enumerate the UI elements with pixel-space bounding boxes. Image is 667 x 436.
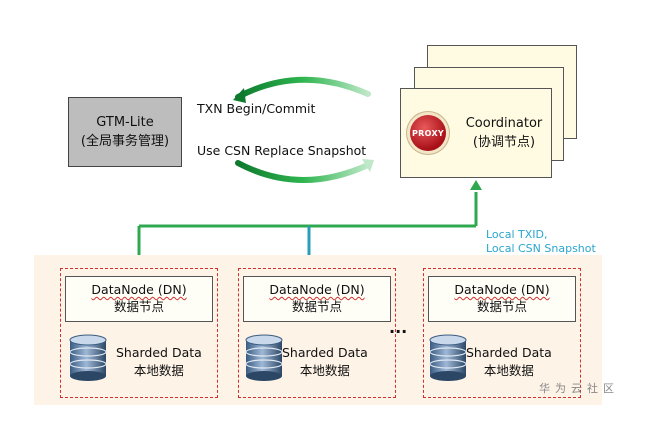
datanode-3-subtitle: 数据节点: [476, 299, 527, 314]
bottom-curved-arrow: [235, 160, 371, 183]
datanode-1-label-box: DataNode (DN) 数据节点: [65, 276, 213, 322]
database-icon: [69, 334, 107, 381]
coordinator-subtitle: (协调节点): [472, 135, 536, 150]
top-curved-arrowhead: [233, 88, 246, 103]
csn-snapshot-label: Use CSN Replace Snapshot: [197, 143, 367, 158]
database-icon: [245, 334, 283, 381]
watermark: 华为云社区: [539, 382, 619, 395]
datanode-3-data-title: Sharded Data: [466, 345, 552, 360]
datanode-3-data-subtitle: 本地数据: [483, 363, 534, 378]
coord-up-arrowhead: [470, 180, 482, 190]
datanode-1-subtitle: 数据节点: [113, 299, 164, 314]
datanode-2-label-box: DataNode (DN) 数据节点: [243, 276, 391, 322]
txn-begin-commit-label: TXN Begin/Commit: [197, 101, 316, 116]
datanode-1-data-label: Sharded Data 本地数据: [116, 344, 202, 380]
more-nodes-ellipsis: ...: [389, 318, 408, 337]
datanode-2-title: DataNode (DN): [269, 282, 365, 297]
datanode-1-container: [60, 268, 218, 398]
local-note-line2: Local CSN Snapshot: [486, 242, 596, 255]
gtm-name: GTM-Lite: [96, 115, 154, 130]
coordinator-name: Coordinator: [465, 116, 543, 131]
local-snapshot-note: Local TXID, Local CSN Snapshot: [486, 228, 596, 256]
coordinator-label: Coordinator (协调节点): [458, 114, 550, 152]
bottom-curved-arrowhead: [362, 159, 374, 172]
datanode-3-label-box: DataNode (DN) 数据节点: [428, 276, 576, 322]
datanode-3-title: DataNode (DN): [454, 282, 550, 297]
datanode-2-data-title: Sharded Data: [282, 345, 368, 360]
datanode-2-container: [238, 268, 396, 398]
gtm-lite-box: GTM-Lite (全局事务管理): [68, 97, 182, 167]
datanode-3-container: [423, 268, 581, 398]
datanode-1-data-title: Sharded Data: [116, 345, 202, 360]
datanode-3-data-label: Sharded Data 本地数据: [466, 344, 552, 380]
local-note-line1: Local TXID,: [486, 228, 548, 241]
proxy-icon: PROXY: [410, 115, 446, 151]
database-icon: [429, 334, 467, 381]
datanode-1-data-subtitle: 本地数据: [133, 363, 184, 378]
datanode-2-subtitle: 数据节点: [291, 299, 342, 314]
datanode-1-title: DataNode (DN): [91, 282, 187, 297]
top-curved-arrow: [235, 76, 371, 100]
datanode-2-data-subtitle: 本地数据: [299, 363, 350, 378]
datanode-2-data-label: Sharded Data 本地数据: [282, 344, 368, 380]
gtm-subtitle: (全局事务管理): [80, 134, 170, 149]
